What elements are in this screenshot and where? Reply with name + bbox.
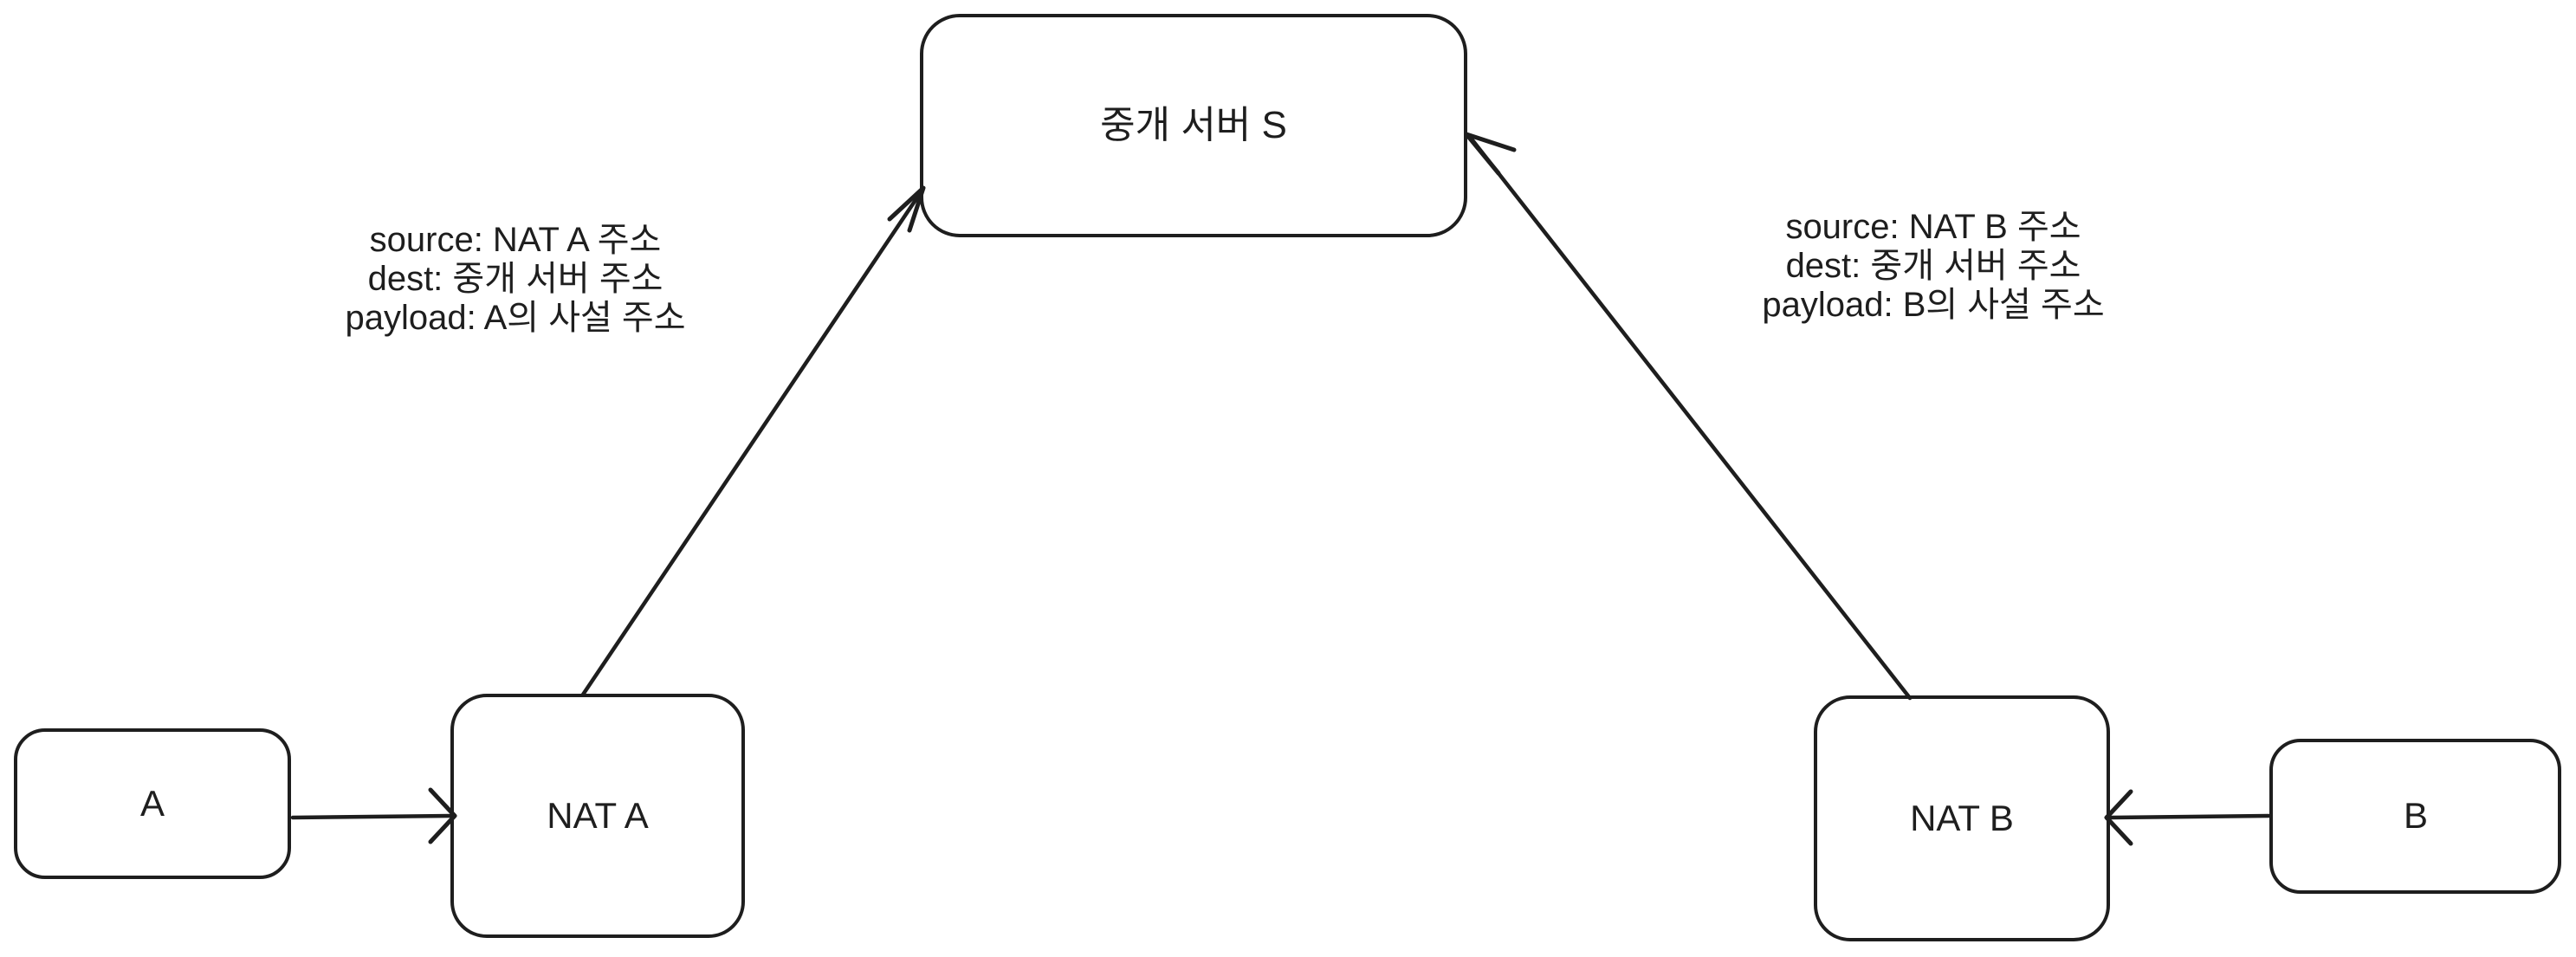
packet-b-dest-line: dest: 중개 서버 주소 bbox=[1785, 247, 2081, 285]
node-server-s[interactable] bbox=[920, 14, 1467, 237]
packet-label-a: source: NAT A 주소 dest: 중개 서버 주소 payload:… bbox=[345, 221, 685, 338]
node-label-client-a: A bbox=[139, 782, 165, 824]
edge-nat-a-to-server[interactable] bbox=[580, 185, 926, 697]
arrowhead-right-icon bbox=[428, 787, 457, 844]
node-client-b[interactable] bbox=[2269, 739, 2561, 894]
packet-b-payload-line: payload: B의 사설 주소 bbox=[1762, 286, 2105, 324]
node-label-nat-a: NAT A bbox=[547, 794, 649, 836]
node-label-nat-b: NAT B bbox=[1910, 797, 2014, 838]
packet-a-source-line: source: NAT A 주소 bbox=[369, 221, 662, 259]
node-client-a[interactable] bbox=[14, 728, 291, 879]
node-label-server-s: 중개 서버 S bbox=[1100, 103, 1287, 146]
node-label-client-b: B bbox=[2403, 794, 2429, 836]
arrowhead-up-left-icon bbox=[1464, 132, 1517, 176]
edge-nat-b-to-server[interactable] bbox=[1464, 132, 1913, 701]
edge-b-to-nat-b[interactable] bbox=[2104, 789, 2271, 846]
packet-a-dest-line: dest: 중개 서버 주소 bbox=[367, 260, 663, 298]
arrowhead-left-icon bbox=[2104, 789, 2133, 846]
edge-a-to-nat-a[interactable] bbox=[290, 787, 457, 844]
packet-label-b: source: NAT B 주소 dest: 중개 서버 주소 payload:… bbox=[1762, 208, 2104, 325]
packet-b-source-line: source: NAT B 주소 bbox=[1785, 208, 2081, 246]
arrowhead-up-right-icon bbox=[887, 185, 926, 233]
packet-a-payload-line: payload: A의 사설 주소 bbox=[345, 299, 686, 337]
